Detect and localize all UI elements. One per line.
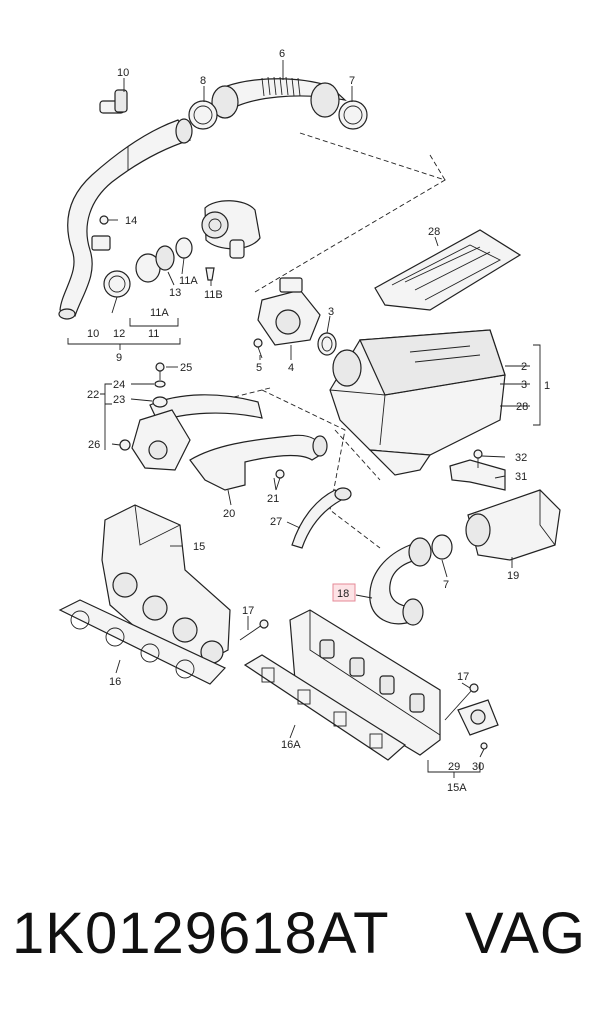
callout-10-top: 10 <box>117 67 129 79</box>
part-14-bolt[interactable] <box>99 215 118 225</box>
part-11a-oring[interactable] <box>175 237 193 259</box>
callout-14: 14 <box>125 215 137 227</box>
part-8-hose-clamp[interactable] <box>188 100 218 130</box>
part-32-bolt[interactable] <box>473 449 483 468</box>
callout-15: 15 <box>193 541 205 553</box>
callout-28-right: 28 <box>516 401 528 413</box>
highlight-box-part-18 <box>332 583 356 602</box>
part-1-air-filter-housing[interactable] <box>329 329 506 476</box>
brand-text: VAG <box>464 901 586 966</box>
part-10-elbow-fitting[interactable] <box>99 89 128 114</box>
callout-26: 26 <box>88 439 100 451</box>
part-24-washer[interactable] <box>154 380 166 388</box>
callout-32: 32 <box>515 452 527 464</box>
part-16a-intake-gasket[interactable] <box>243 654 406 761</box>
part-6-corrugated-hose[interactable] <box>211 76 347 119</box>
part-20-charge-air-hose[interactable] <box>189 434 328 491</box>
callout-11b: 11B <box>204 289 223 301</box>
part-5-screw[interactable] <box>253 338 263 359</box>
callout-3-right: 3 <box>521 379 527 391</box>
part-27-vent-pipe[interactable] <box>291 487 352 549</box>
part-3-oring[interactable] <box>317 332 337 356</box>
part-21-bolt[interactable] <box>275 469 285 491</box>
part-18-intake-hose[interactable] <box>369 537 432 626</box>
part-number-text: 1K0129618AT <box>12 901 390 966</box>
group-brackets-9-11 <box>67 318 181 350</box>
part-26-nut[interactable] <box>119 439 131 451</box>
part-30-screw[interactable] <box>479 742 488 758</box>
callout-12: 12 <box>113 328 125 340</box>
callout-17-upper: 17 <box>242 605 254 617</box>
callout-7: 7 <box>349 75 355 87</box>
callout-10-bottom: 10 <box>87 328 99 340</box>
callout-28-top: 28 <box>428 226 440 238</box>
callout-21: 21 <box>267 493 279 505</box>
part-10-charge-air-hose[interactable] <box>58 118 193 320</box>
part-28-filter-cover[interactable] <box>374 229 522 311</box>
callout-16: 16 <box>109 676 121 688</box>
part-29-flap-unit[interactable] <box>457 699 499 736</box>
callout-29: 29 <box>448 761 460 773</box>
callout-22: 22 <box>87 389 99 401</box>
callout-30: 30 <box>472 761 484 773</box>
callout-11-group: 11 <box>148 328 159 340</box>
part-22-charge-air-pipe[interactable] <box>131 394 263 471</box>
callout-6: 6 <box>279 48 285 60</box>
part-25-bolt[interactable] <box>155 362 165 380</box>
part-19-intake-duct[interactable] <box>465 489 561 561</box>
caption-bar: 1K0129618AT VAG <box>0 892 600 982</box>
part-17-bolt-upper[interactable] <box>239 619 269 641</box>
part-16-manifold-gasket[interactable] <box>58 599 227 685</box>
callout-5: 5 <box>256 362 262 374</box>
callout-11: 11A <box>150 307 169 319</box>
callout-24: 24 <box>113 379 125 391</box>
callout-16a: 16A <box>281 739 301 751</box>
part-turbo-connector[interactable] <box>201 200 261 259</box>
leader-lines <box>100 60 541 778</box>
callout-11a: 11A <box>179 275 198 287</box>
callout-17-lower: 17 <box>457 671 469 683</box>
part-11b-clip[interactable] <box>205 267 215 281</box>
callout-31: 31 <box>515 471 527 483</box>
callout-labels: 6 8 7 10 14 11A 11B 13 10 12 11A 11 9 28… <box>87 48 550 794</box>
part-31-bracket[interactable] <box>449 459 506 491</box>
callout-4: 4 <box>288 362 294 374</box>
callout-27: 27 <box>270 516 282 528</box>
part-7-hose-clamp[interactable] <box>338 100 368 130</box>
callout-25: 25 <box>180 362 192 374</box>
callout-23: 23 <box>113 394 125 406</box>
part-15a-intake-manifold[interactable] <box>289 609 441 756</box>
part-7-clamp-lower[interactable] <box>431 534 453 560</box>
callout-3-top: 3 <box>328 306 334 318</box>
part-13-sleeve[interactable] <box>135 245 175 283</box>
callout-20: 20 <box>223 508 235 520</box>
callout-19: 19 <box>507 570 519 582</box>
part-23-seal[interactable] <box>152 396 168 408</box>
callout-7-lower: 7 <box>443 579 449 591</box>
callout-15a: 15A <box>447 782 467 794</box>
callout-1: 1 <box>544 380 550 392</box>
callout-8: 8 <box>200 75 206 87</box>
callout-13: 13 <box>169 287 181 299</box>
part-12-clamp[interactable] <box>103 270 131 298</box>
exploded-parts-diagram: 6 8 7 10 14 11A 11B 13 10 12 11A 11 9 28… <box>58 48 561 794</box>
callout-9: 9 <box>116 352 122 364</box>
part-4-mass-air-flow-sensor[interactable] <box>257 277 321 346</box>
callout-2: 2 <box>521 361 527 373</box>
callout-18: 18 <box>337 588 349 600</box>
